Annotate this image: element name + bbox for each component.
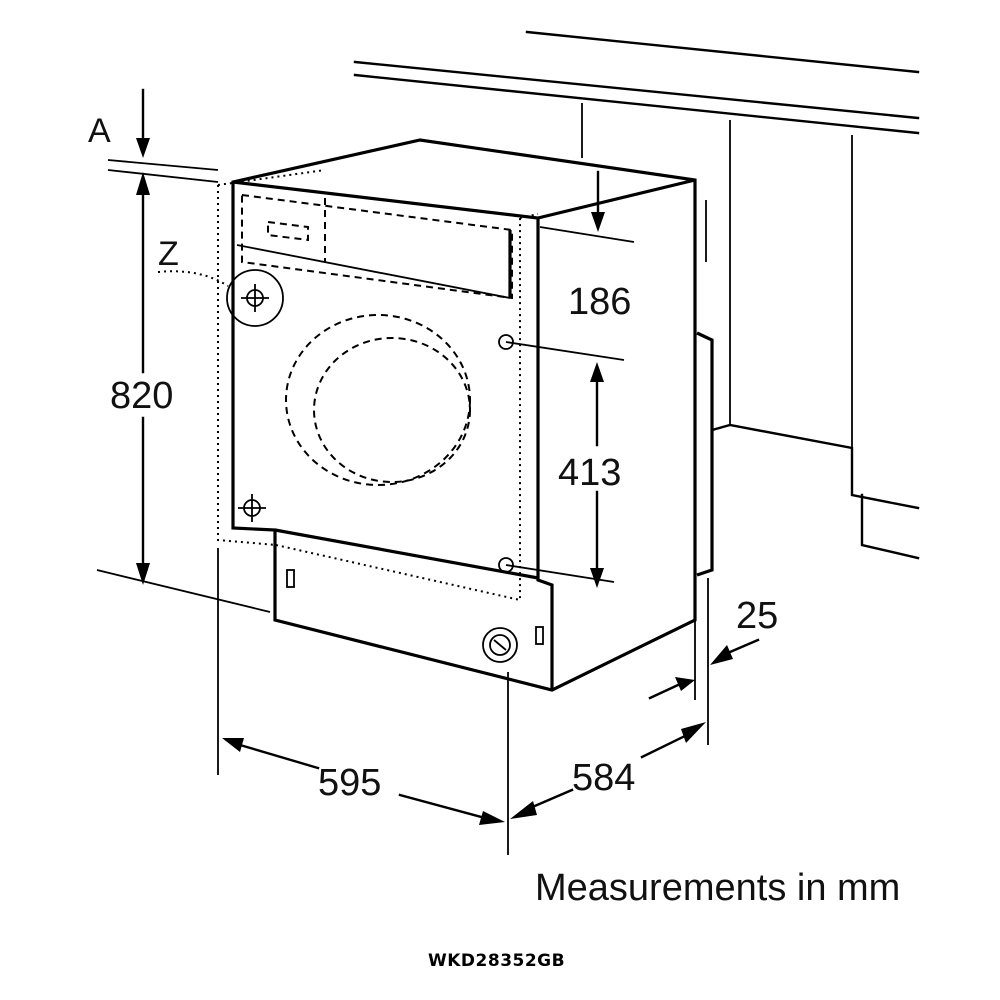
dimension-height: 820 (96, 172, 271, 613)
panel-and-door-outlines (241, 193, 513, 486)
fixing-points (226, 269, 514, 573)
fixing-point-label: Z (158, 235, 179, 273)
dimension-width: 595 (217, 548, 509, 855)
height-value: 820 (110, 375, 173, 417)
fixing-point-callout: Z (157, 235, 229, 287)
panel-height-value: 186 (568, 281, 631, 323)
fixing-point-bottom-right (498, 557, 514, 573)
door-outer-outline (285, 314, 471, 486)
drain-pump-icon (482, 627, 518, 663)
dimension-depth: 584 (510, 722, 706, 819)
hinge-spacing-value: 413 (558, 452, 621, 494)
decor-panel-outline (217, 169, 539, 602)
fixing-point-top-right (498, 334, 514, 350)
plinth-details (286, 569, 544, 663)
dimension-hinge-spacing: 413 (505, 341, 625, 588)
recess-value: 25 (736, 595, 778, 637)
depth-value: 584 (572, 757, 635, 799)
clearance-marker: A (88, 88, 219, 183)
width-value: 595 (318, 762, 381, 804)
fixing-point-top-left (226, 269, 284, 327)
dimension-panel-height: 186 (539, 170, 635, 323)
cabinet-background (353, 30, 920, 577)
model-number: WKD28352GB (428, 951, 565, 971)
door-inner-outline (313, 337, 471, 483)
appliance-body (231, 138, 697, 692)
units-caption: Measurements in mm (535, 867, 900, 909)
fixing-point-bottom-left (238, 494, 266, 522)
dimension-recess: 25 (648, 578, 778, 745)
clearance-label: A (88, 112, 111, 150)
